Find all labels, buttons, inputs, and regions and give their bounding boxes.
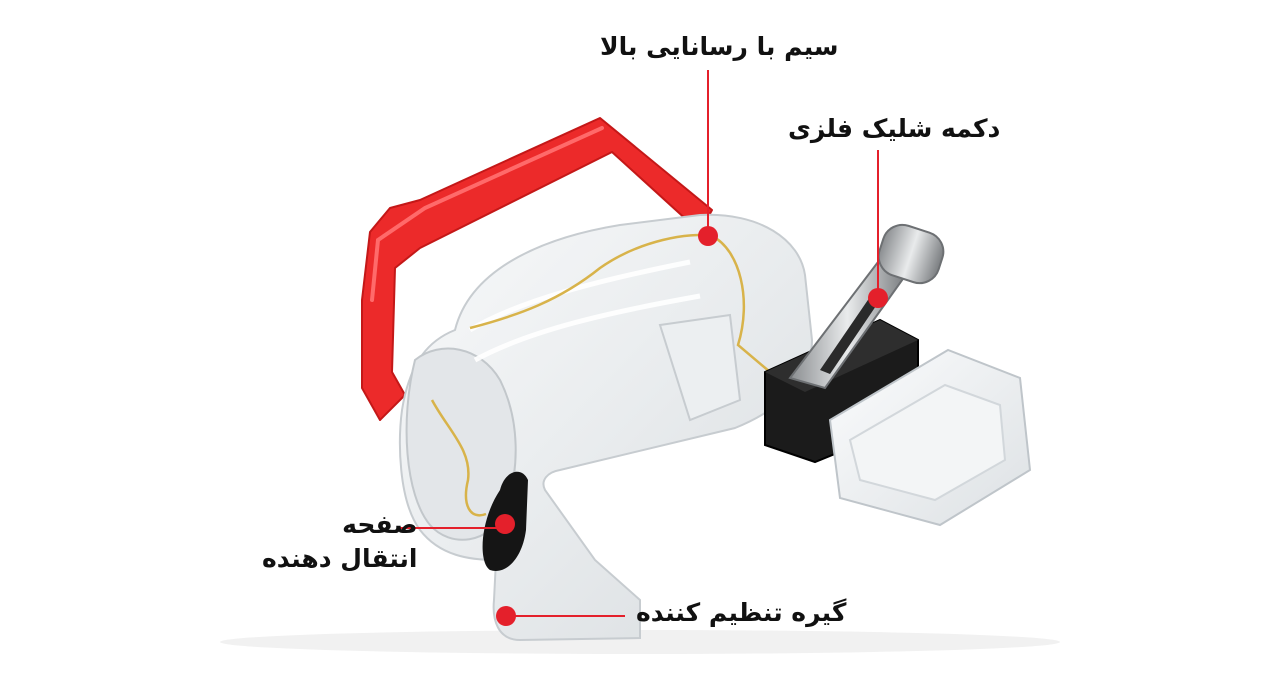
metal-roller: [877, 223, 945, 285]
adjust-clip-label: گیره تنظیم کننده: [636, 598, 847, 627]
leader-lines: [398, 70, 879, 617]
red-handle-highlight: [370, 126, 604, 302]
pad-marker-dot: [495, 514, 515, 534]
ground-shadow: [220, 630, 1060, 654]
button-marker-dot: [868, 288, 888, 308]
gold-wire: [430, 233, 771, 517]
clip-marker-dot: [496, 606, 516, 626]
transfer-pad-label-line2: انتقال دهنده: [262, 543, 418, 573]
transfer-pad-label-line1: صفحه: [342, 510, 418, 539]
fire-button-label: دکمه شلیک فلزی: [788, 114, 1001, 143]
clear-cap-inner: [848, 383, 1007, 502]
wire-marker-dot: [698, 226, 718, 246]
transfer-pad-label: صفحه انتقال دهنده: [262, 508, 418, 576]
metal-lever-slot: [820, 294, 880, 374]
wire-label: سیم با رسانایی بالا: [600, 32, 839, 61]
body-step: [658, 313, 742, 422]
